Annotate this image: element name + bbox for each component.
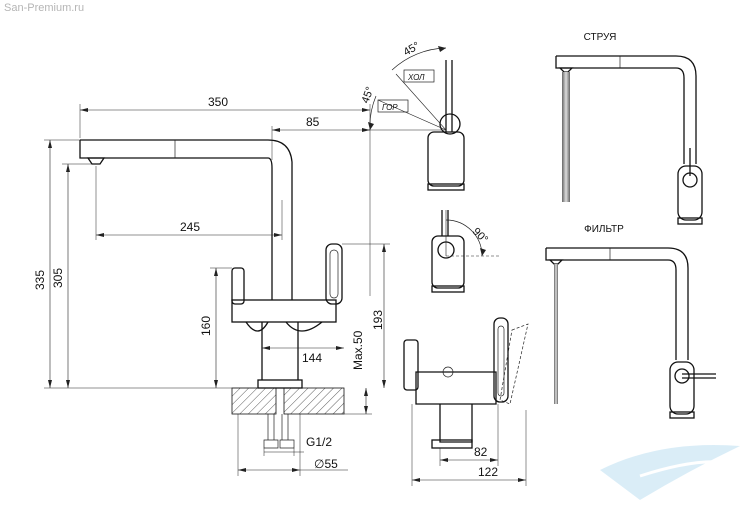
cold-tag	[403, 69, 435, 83]
dim-hole-diameter: ∅55	[314, 457, 338, 471]
profile-lever-rotated	[499, 323, 529, 405]
stream-aerator	[558, 67, 574, 73]
base-flange	[257, 379, 303, 389]
dim-thread: G1/2	[306, 435, 332, 449]
profile-body	[415, 371, 497, 405]
body-curve-left	[245, 321, 269, 332]
dim-lever-height: 160	[199, 316, 213, 336]
dim-max-deck: Max.50	[351, 330, 365, 370]
filter-label: ФИЛЬТР	[584, 224, 624, 235]
profile-left-lever	[403, 339, 419, 391]
stream-spout	[555, 55, 697, 164]
lever-90-view: 90°	[431, 210, 500, 293]
main-front-view: 350 85 245 335 305 160 193	[33, 95, 390, 476]
water-filter-stream	[554, 264, 558, 404]
logo-watermark	[600, 445, 740, 500]
counter-left	[231, 387, 277, 415]
side-body	[431, 235, 465, 289]
profile-stem	[439, 404, 473, 443]
dim-body-height: 193	[371, 310, 385, 330]
rotation-body	[427, 131, 465, 187]
side-base	[431, 285, 465, 293]
filter-spout	[545, 247, 689, 360]
dim-top-offset: 85	[306, 115, 320, 129]
aerator	[86, 157, 106, 165]
stream-label: СТРУЯ	[584, 32, 617, 43]
counter-right	[283, 387, 345, 415]
profile-base	[431, 439, 473, 449]
stream-base	[677, 217, 703, 225]
body-curve-right	[285, 321, 323, 332]
filter-body	[669, 361, 695, 415]
filter-mode-view: ФИЛЬТР	[545, 224, 716, 419]
water-stream	[562, 72, 570, 202]
cold-label: ХОЛ	[407, 73, 425, 82]
mixer-body	[231, 299, 337, 323]
dim-side-base: 82	[474, 445, 488, 459]
filter-aerator	[548, 259, 564, 265]
right-lever	[325, 243, 343, 305]
hot-tag	[377, 99, 409, 113]
hose-fittings	[263, 439, 295, 449]
dim-side-width: 122	[478, 465, 498, 479]
rotation-base	[427, 183, 465, 191]
lever-pivot	[439, 113, 461, 135]
lever-rotation-view: 45° 45° ХОЛ ГОР	[360, 40, 465, 191]
profile-right-lever	[493, 317, 509, 403]
dim-spout-height: 305	[51, 268, 65, 288]
hoses	[267, 414, 289, 440]
watermark: San-Premium.ru	[4, 2, 85, 14]
dim-body-width: 144	[302, 351, 322, 365]
hot-angle-label: 45°	[360, 85, 377, 105]
dim-total-height: 335	[33, 270, 47, 290]
stream-mode-view: СТРУЯ	[555, 32, 703, 225]
rotation-angle-label: 90°	[470, 226, 490, 246]
spout-arm	[79, 139, 293, 300]
hot-label: ГОР	[382, 103, 398, 112]
dim-spout-reach: 245	[180, 220, 200, 234]
cold-angle-label: 45°	[402, 40, 422, 59]
body-base	[261, 322, 299, 380]
filter-base	[669, 411, 695, 419]
left-lever	[231, 267, 245, 305]
side-profile-view: 82 122	[403, 317, 529, 486]
dim-total-length: 350	[208, 95, 228, 109]
